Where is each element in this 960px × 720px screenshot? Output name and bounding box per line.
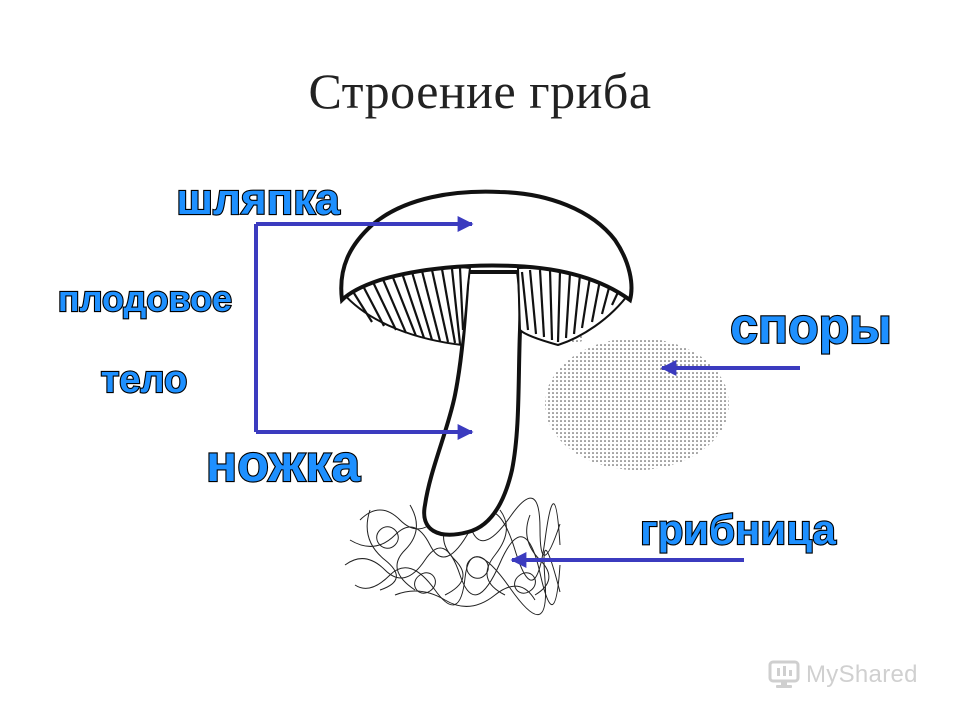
label-fruiting-body-line1: плодовое	[58, 278, 232, 319]
mushroom-stem	[422, 270, 523, 537]
label-mycelium: грибница	[640, 506, 836, 553]
spores-cloud	[545, 338, 729, 470]
label-fruiting-body-line2: тело	[101, 359, 188, 401]
gill-lines	[351, 267, 621, 345]
label-stem: ножка	[206, 435, 361, 493]
monitor-logo-icon	[768, 660, 800, 688]
mushroom-cap	[339, 189, 634, 305]
watermark-logo: MyShared	[768, 660, 918, 690]
fruiting-body-bracket	[254, 216, 474, 440]
label-spores: споры	[730, 298, 892, 354]
watermark-text: MyShared	[806, 661, 918, 688]
page-title: Строение гриба	[308, 63, 652, 119]
label-cap: шляпка	[176, 175, 340, 224]
